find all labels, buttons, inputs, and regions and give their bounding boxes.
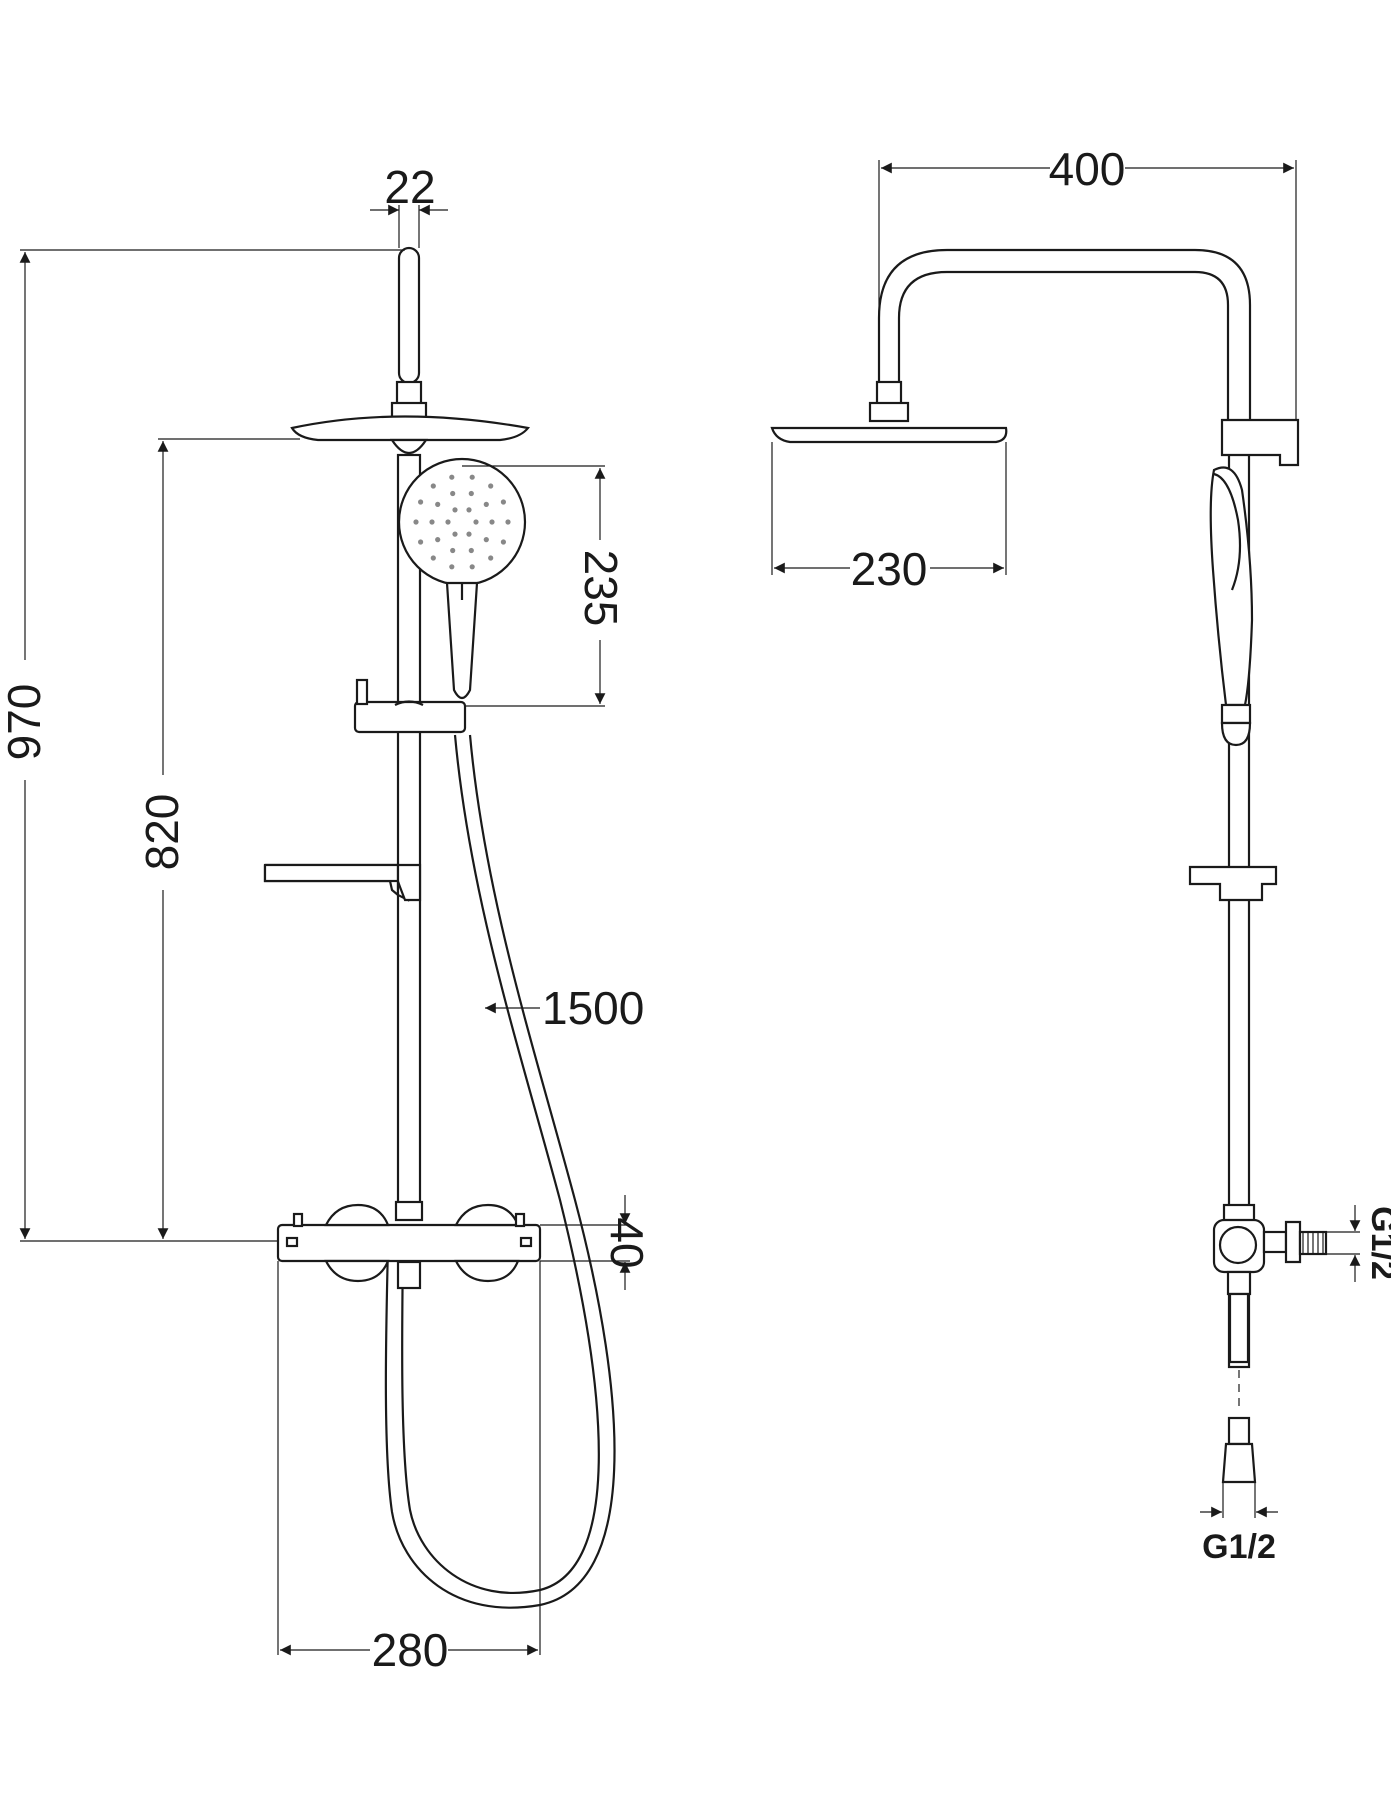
nozzle bbox=[505, 519, 511, 525]
dim-40-label: 40 bbox=[601, 1217, 653, 1268]
hand-shower-nozzles bbox=[413, 474, 511, 570]
nozzle bbox=[500, 539, 506, 545]
right-handle-bottom bbox=[454, 1259, 520, 1283]
side-view: 400 230 G1/2 G1/2 bbox=[770, 143, 1391, 1566]
side-inlet-flange bbox=[1284, 1220, 1302, 1264]
thermostatic-mixer-body bbox=[276, 1223, 542, 1263]
nozzle bbox=[483, 537, 489, 543]
side-hand-shower bbox=[1209, 466, 1254, 707]
side-mixer-knob bbox=[1218, 1225, 1258, 1265]
mixer-right-eccentric bbox=[519, 1236, 533, 1248]
rail-mixer-connector bbox=[394, 1200, 424, 1222]
dim-280-label: 280 bbox=[372, 1624, 449, 1676]
nozzle bbox=[435, 501, 441, 507]
nozzle bbox=[418, 499, 424, 505]
nozzle bbox=[466, 507, 472, 513]
side-head-connector bbox=[875, 380, 903, 406]
right-handle-top bbox=[454, 1203, 520, 1227]
dim-235-label: 235 bbox=[575, 550, 627, 627]
nozzle bbox=[468, 490, 474, 497]
nozzle bbox=[418, 539, 424, 545]
shower-arm-outer bbox=[877, 248, 1252, 420]
main-rail bbox=[396, 453, 422, 1207]
bottom-fitting-top bbox=[1227, 1416, 1251, 1446]
side-slider bbox=[1220, 703, 1252, 725]
side-top-holder bbox=[1220, 418, 1300, 467]
side-outlet-pipe bbox=[1228, 1292, 1250, 1364]
thread-lines bbox=[1302, 1232, 1324, 1254]
dim-820-label: 820 bbox=[136, 794, 188, 871]
top-riser-pipe bbox=[397, 246, 421, 385]
slider-clamp bbox=[394, 700, 424, 706]
nozzle bbox=[445, 519, 451, 525]
slider-knob bbox=[355, 678, 369, 706]
mixer-left-eccentric bbox=[285, 1236, 299, 1248]
bottom-g12-label: G1/2 bbox=[1202, 1528, 1276, 1566]
nozzle bbox=[488, 483, 494, 489]
shelf-clamp bbox=[396, 863, 422, 902]
nozzle bbox=[473, 519, 479, 525]
side-shelf bbox=[1188, 865, 1278, 902]
nozzle bbox=[466, 531, 472, 537]
nozzle bbox=[449, 474, 455, 480]
side-hand-shower-face bbox=[1213, 472, 1242, 591]
mixer-left-cap bbox=[292, 1212, 304, 1228]
nozzle bbox=[452, 507, 458, 513]
hose-inner bbox=[384, 734, 616, 1609]
side-rain-head bbox=[770, 426, 1008, 444]
hand-shower-handle bbox=[445, 581, 479, 700]
hose-outer bbox=[401, 734, 600, 1595]
nozzle bbox=[430, 483, 436, 489]
nozzle bbox=[469, 474, 475, 480]
nozzle bbox=[483, 501, 489, 507]
nozzle bbox=[452, 531, 458, 537]
shelf-plate bbox=[263, 863, 400, 883]
nozzle bbox=[429, 519, 435, 525]
nozzle bbox=[430, 555, 436, 561]
side-slider-knob bbox=[1220, 721, 1252, 747]
nozzle bbox=[468, 547, 474, 554]
dim-970-label: 970 bbox=[0, 684, 50, 761]
nozzle bbox=[449, 564, 455, 570]
shower-arm-inner bbox=[897, 270, 1230, 420]
front-view: 22 970 820 235 1500 40 280 bbox=[0, 161, 653, 1676]
side-head-swivel bbox=[868, 401, 910, 423]
nozzle bbox=[435, 537, 441, 543]
side-g12-label: G1/2 bbox=[1364, 1206, 1391, 1280]
rain-shower-head bbox=[290, 415, 531, 442]
mixer-right-cap bbox=[514, 1212, 526, 1228]
head-ball-joint bbox=[389, 438, 429, 455]
mixer-outlet-nut bbox=[396, 1260, 422, 1290]
slider-holder bbox=[353, 700, 467, 734]
nozzle bbox=[489, 519, 495, 525]
nozzle bbox=[488, 555, 494, 561]
left-handle-bottom bbox=[324, 1259, 390, 1283]
side-inlet-nut bbox=[1262, 1230, 1288, 1254]
left-handle-top bbox=[324, 1203, 390, 1227]
dim-400-label: 400 bbox=[1049, 143, 1126, 195]
head-connector bbox=[395, 380, 423, 406]
nozzle bbox=[413, 519, 419, 525]
dim-22-label: 22 bbox=[384, 161, 435, 213]
dim-230-label: 230 bbox=[851, 543, 928, 595]
bottom-fitting-body bbox=[1221, 1442, 1257, 1484]
nozzle bbox=[450, 547, 456, 554]
dim-1500-label: 1500 bbox=[542, 982, 644, 1034]
nozzle bbox=[500, 499, 506, 505]
nozzle bbox=[469, 564, 475, 570]
nozzle bbox=[450, 490, 456, 497]
side-mixer-outlet bbox=[1226, 1270, 1252, 1296]
